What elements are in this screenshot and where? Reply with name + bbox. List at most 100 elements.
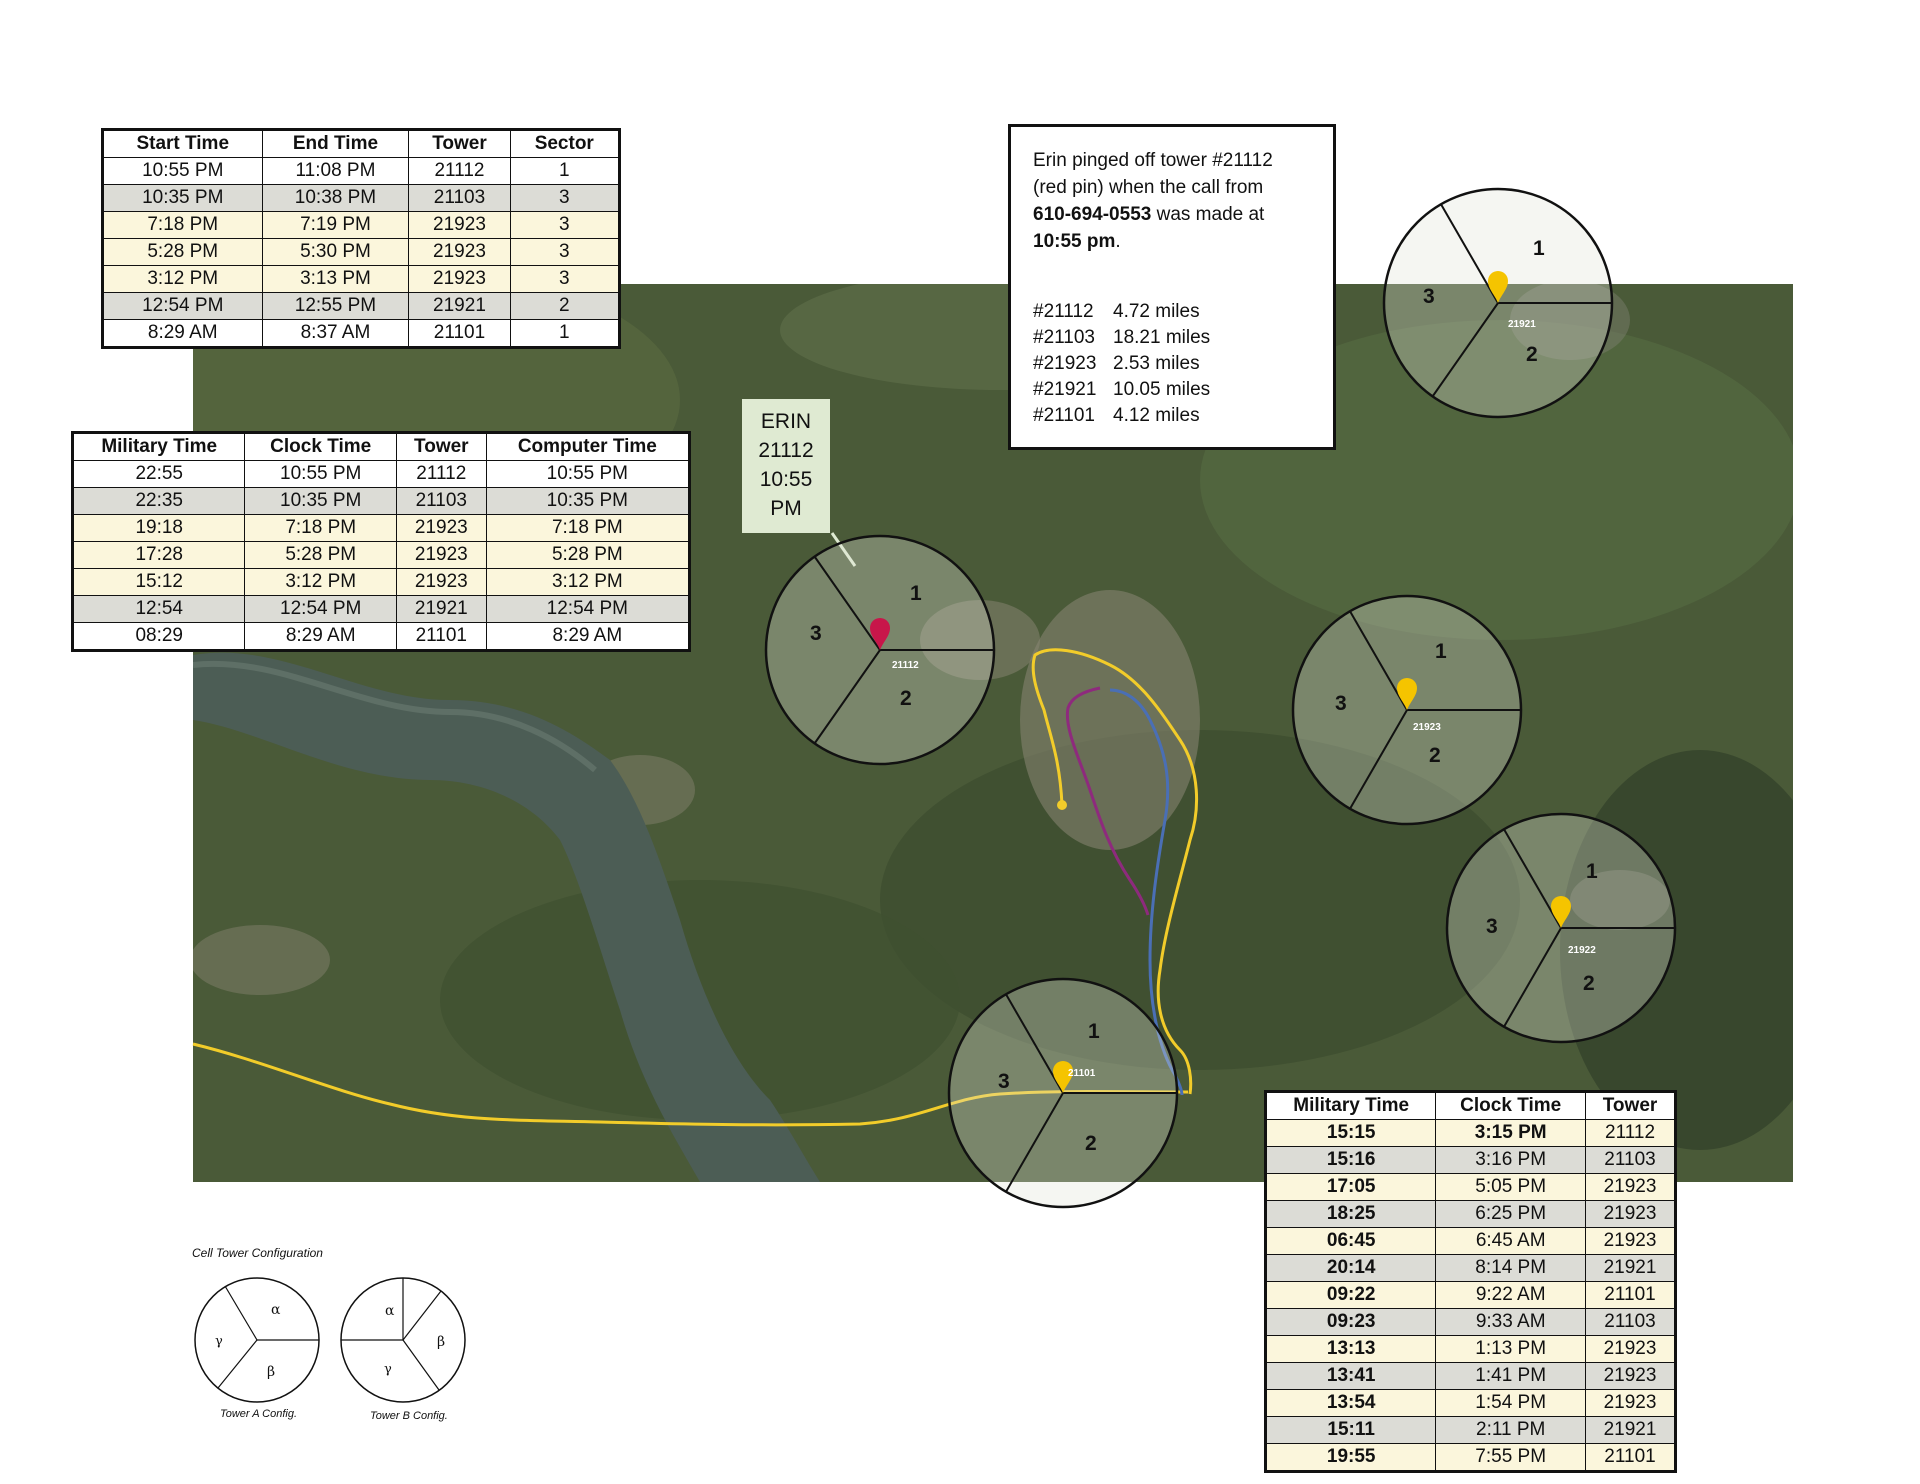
tower-id-label: 21922 <box>1568 945 1596 956</box>
map-pin-icon[interactable] <box>1053 1061 1073 1093</box>
tower-id-label: 21923 <box>1413 722 1441 733</box>
table-cell: 3:12 PM <box>244 568 397 596</box>
config-a-label: Tower A Config. <box>220 1408 298 1420</box>
table-cell: 8:37 AM <box>261 319 410 348</box>
table-cell: 8:14 PM <box>1435 1254 1587 1282</box>
sector-label: 3 <box>1486 915 1498 938</box>
column-header: Tower <box>395 432 487 461</box>
tower-id-label: 21112 <box>892 660 919 671</box>
table-cell: 3:13 PM <box>261 265 410 293</box>
sector-label: 2 <box>1583 972 1595 995</box>
sector-divider <box>1431 302 1499 397</box>
table-cell: 10:38 PM <box>261 184 410 212</box>
table-cell: 18:25 <box>1264 1200 1437 1228</box>
table-cell: 6:25 PM <box>1435 1200 1587 1228</box>
map-pin-icon[interactable] <box>870 618 890 650</box>
table-cell: 21923 <box>1585 1335 1676 1363</box>
distance-miles: 10.05 miles <box>1113 379 1211 400</box>
table-cell: 21101 <box>408 319 511 348</box>
config-b-beta: β <box>437 1334 445 1350</box>
table-cell: 10:55 PM <box>485 460 691 488</box>
table-cell: 9:33 AM <box>1435 1308 1587 1336</box>
map-pin-icon[interactable] <box>1488 271 1508 303</box>
table-cell: 19:55 <box>1264 1443 1437 1472</box>
table-cell: 1 <box>509 157 621 185</box>
table-cell: 21103 <box>1585 1308 1676 1336</box>
tower-21922: 1 2 3 21922 <box>1445 812 1677 1044</box>
table-cell: 21921 <box>1585 1254 1676 1282</box>
table-cell: 12:55 PM <box>261 292 410 320</box>
table-cell: 11:08 PM <box>261 157 410 185</box>
table-cell: 6:45 AM <box>1435 1227 1587 1255</box>
config-a-alpha: α <box>271 1302 281 1318</box>
table-cell: 1:41 PM <box>1435 1362 1587 1390</box>
column-header: End Time <box>261 129 410 158</box>
distance-row: #21923 2.53 miles <box>1033 351 1313 377</box>
erin-name: ERIN <box>760 410 812 433</box>
table-cell: 21923 <box>1585 1173 1676 1201</box>
table-cell: 21923 <box>408 265 511 293</box>
table-cell: 7:18 PM <box>244 514 397 542</box>
distance-tower: #21923 <box>1033 353 1097 374</box>
distance-row: #21103 18.21 miles <box>1033 325 1313 351</box>
table-cell: 5:28 PM <box>102 238 263 266</box>
table-cell: 15:11 <box>1264 1416 1437 1444</box>
sector-divider <box>1440 203 1499 304</box>
config-a-gamma: γ <box>215 1334 223 1349</box>
tower-id-label: 21921 <box>1508 319 1536 330</box>
table-cell: 09:23 <box>1264 1308 1437 1336</box>
config-b-alpha: α <box>385 1303 395 1319</box>
table-cell: 10:35 PM <box>102 184 263 212</box>
sector-label: 3 <box>998 1070 1010 1093</box>
table-cell: 2:11 PM <box>1435 1416 1587 1444</box>
table-cell: 13:41 <box>1264 1362 1437 1390</box>
table-cell: 19:18 <box>71 514 246 542</box>
distance-tower: #21103 <box>1033 327 1095 348</box>
table-cell: 22:35 <box>71 487 246 515</box>
table-cell: 3 <box>509 184 621 212</box>
table-cell: 5:28 PM <box>485 541 691 569</box>
table-cell: 12:54 PM <box>102 292 263 320</box>
sector-divider <box>1005 993 1064 1094</box>
config-b-label: Tower B Config. <box>370 1410 448 1422</box>
sector-label: 2 <box>900 687 912 710</box>
phone-number: 610-694-0553 <box>1033 204 1152 225</box>
sector-divider <box>1503 828 1562 929</box>
route-yellow-loop <box>1031 648 1198 1095</box>
column-header: Tower <box>408 129 511 158</box>
column-header: Clock Time <box>1435 1091 1587 1120</box>
table-cell: 21112 <box>408 157 511 185</box>
table-cell: 20:14 <box>1264 1254 1437 1282</box>
erin-ampm: PM <box>770 497 802 520</box>
table-cell: 17:28 <box>71 541 246 569</box>
tower-id-label: 21101 <box>1068 1068 1096 1079</box>
table-cell: 21923 <box>395 514 487 542</box>
column-header: Military Time <box>1264 1091 1437 1120</box>
map-pin-icon[interactable] <box>1551 896 1571 928</box>
table-cell: 9:22 AM <box>1435 1281 1587 1309</box>
map-pin-icon[interactable] <box>1397 678 1417 710</box>
distance-miles: 2.53 miles <box>1113 353 1200 374</box>
table-cell: 12:54 <box>71 595 246 623</box>
column-header: Tower <box>1585 1091 1676 1120</box>
erin-tower: 21112 <box>758 439 814 462</box>
sector-label: 1 <box>1586 860 1598 883</box>
distance-miles: 18.21 miles <box>1113 327 1211 348</box>
